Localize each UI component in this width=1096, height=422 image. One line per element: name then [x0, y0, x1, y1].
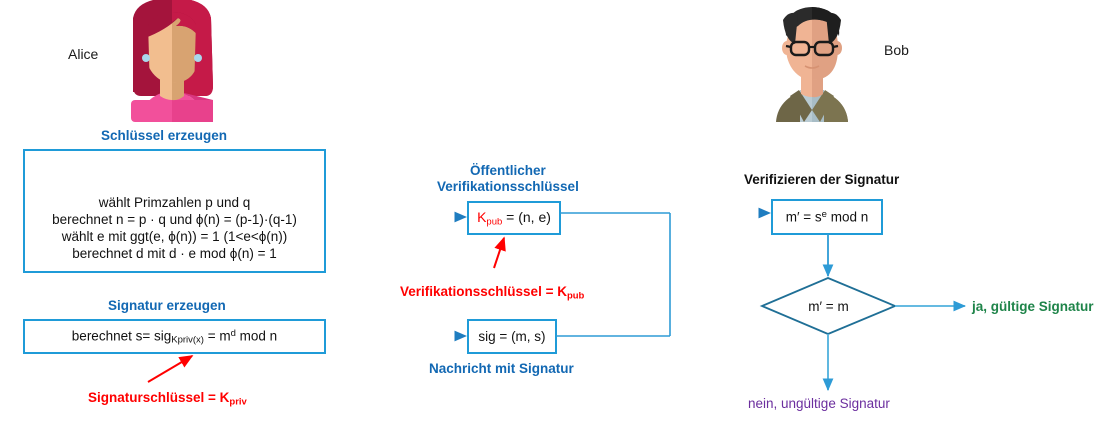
result-valid: ja, gültige Signatur [972, 299, 1094, 314]
pubkey-heading-line1: Öffentlicher [470, 163, 546, 178]
alice-label: Alice [68, 46, 99, 62]
pubkey-symbol: Kpub [477, 208, 503, 228]
bob-label: Bob [884, 42, 909, 58]
message-box-text: sig = (m, s) [468, 320, 556, 353]
keygen-line-2: berechnet n = p · q und ϕ(n) = (p-1)·(q-… [52, 212, 297, 227]
verify-heading: Verifizieren der Signatur [744, 172, 900, 187]
keygen-box-text: wählt Primzahlen p und q berechnet n = p… [24, 194, 325, 262]
verifkey-annotation: Verifikationsschlüssel = Kpub [400, 284, 585, 302]
siggen-suffix: mod n [235, 327, 278, 343]
verify-box-text: m′ = se mod n [772, 200, 882, 234]
keygen-line-1: wählt Primzahlen p und q [98, 195, 251, 210]
message-text: sig = (m, s) [478, 329, 546, 344]
sigkey-annotation-arrow [147, 355, 194, 383]
keygen-line-3: wählt e mit ggt(e, ϕ(n)) = 1 (1<e<ϕ(n)) [61, 229, 288, 244]
pubkey-annotation-arrow [493, 236, 506, 269]
verify-suffix: mod n [826, 209, 869, 225]
message-heading: Nachricht mit Signatur [429, 361, 574, 376]
siggen-sup: d [230, 327, 236, 339]
siggen-sub: Kpriv(x) [171, 334, 204, 346]
sigkey-annotation: Signaturschlüssel = Kpriv [88, 390, 247, 408]
keygen-line-4: berechnet d mit d · e mod ϕ(n) = 1 [72, 246, 277, 261]
result-invalid: nein, ungültige Signatur [748, 396, 890, 411]
decision-text: m′ = m [808, 298, 849, 314]
siggen-prefix: berechnet s= sig [71, 327, 172, 343]
pubkey-rest: = (n, e) [502, 208, 551, 225]
siggen-heading: Signatur erzeugen [108, 298, 226, 313]
siggen-box-text: berechnet s= sigKpriv(x) = md mod n [24, 320, 325, 353]
verify-sup: e [821, 209, 827, 221]
pubkey-box-text: Kpub = (n, e) [468, 202, 560, 234]
pubkey-heading-line2: Verifikationsschlüssel [437, 179, 579, 194]
siggen-mid: = m [203, 327, 231, 343]
verify-prefix: m′ = s [785, 209, 822, 225]
keygen-heading: Schlüssel erzeugen [101, 128, 228, 143]
